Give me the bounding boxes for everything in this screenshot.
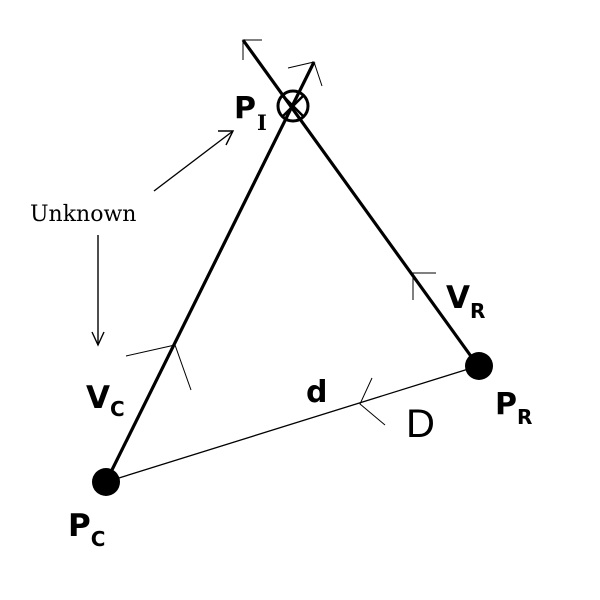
runner-point xyxy=(465,352,493,380)
chaser-direction-tick xyxy=(125,344,192,391)
chaser-point-label: PC xyxy=(68,508,105,551)
runner-arrowhead xyxy=(242,39,262,60)
chaser-velocity-label: VC xyxy=(86,380,125,421)
runner-direction-tick xyxy=(412,272,436,300)
unknown-annotation: Unknown xyxy=(30,202,136,227)
distance-label: d xyxy=(306,375,327,410)
runner-velocity-label: VR xyxy=(446,280,485,323)
annotation-arrow-to-intercept xyxy=(153,130,235,192)
chaser-point xyxy=(92,468,120,496)
intercept-point-subscript: I xyxy=(257,110,267,135)
chaser-point-subscript: C xyxy=(91,527,106,551)
chaser-velocity-subscript: C xyxy=(110,397,125,421)
chaser-velocity-line xyxy=(104,61,316,483)
runner-velocity-subscript: R xyxy=(470,299,485,323)
distance-vector-label: D xyxy=(406,402,435,446)
runner-velocity-line xyxy=(241,39,480,367)
runner-point-label: PR xyxy=(495,387,532,429)
annotation-arrow-to-chaser-velocity xyxy=(91,235,105,347)
intercept-point-marker xyxy=(276,89,310,123)
runner-point-subscript: R xyxy=(517,405,532,429)
distance-line xyxy=(105,365,479,483)
distance-direction-tick xyxy=(359,377,386,426)
intercept-point-label: PI xyxy=(234,91,267,135)
chaser-arrowhead xyxy=(287,61,323,87)
